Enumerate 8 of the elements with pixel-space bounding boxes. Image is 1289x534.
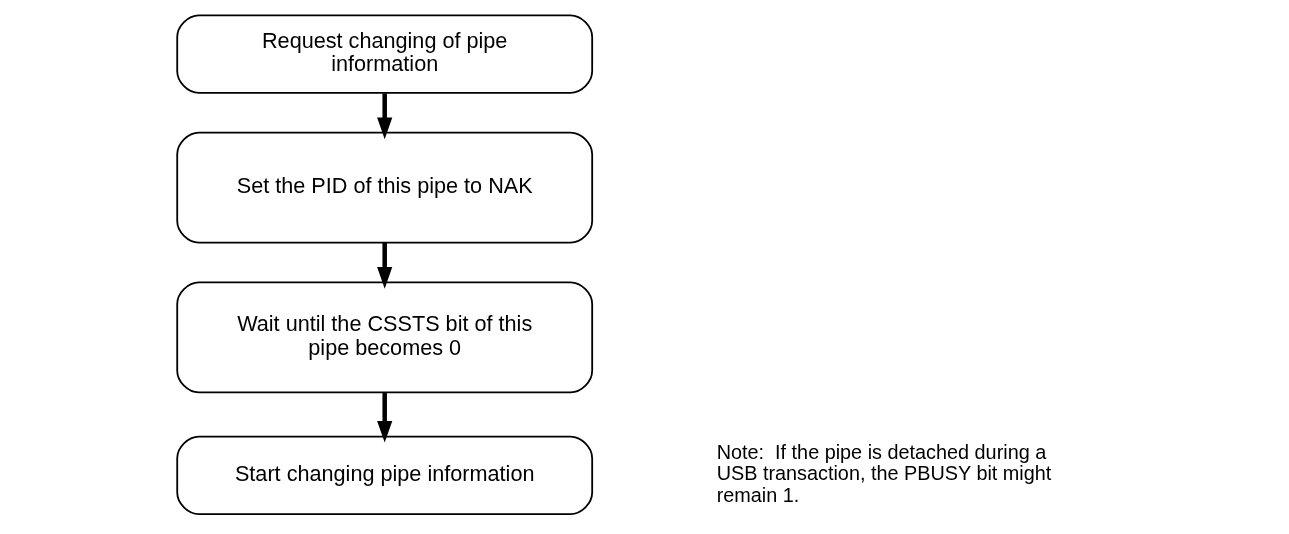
arrow bbox=[377, 243, 393, 289]
node-box: Start changing pipe information bbox=[176, 435, 594, 516]
label: Note: If the pipe is detached during a USB transaction, the PBUSY bit might remain 1. bbox=[716, 440, 1052, 507]
node-box: Request changing of pipe information bbox=[176, 14, 594, 94]
node-box: Set the PID of this pipe to NAK bbox=[176, 131, 594, 244]
arrow bbox=[377, 393, 393, 443]
arrow bbox=[377, 93, 393, 140]
node-box: Wait until the CSSTS bit of this pipe becomes 0 bbox=[176, 281, 594, 394]
